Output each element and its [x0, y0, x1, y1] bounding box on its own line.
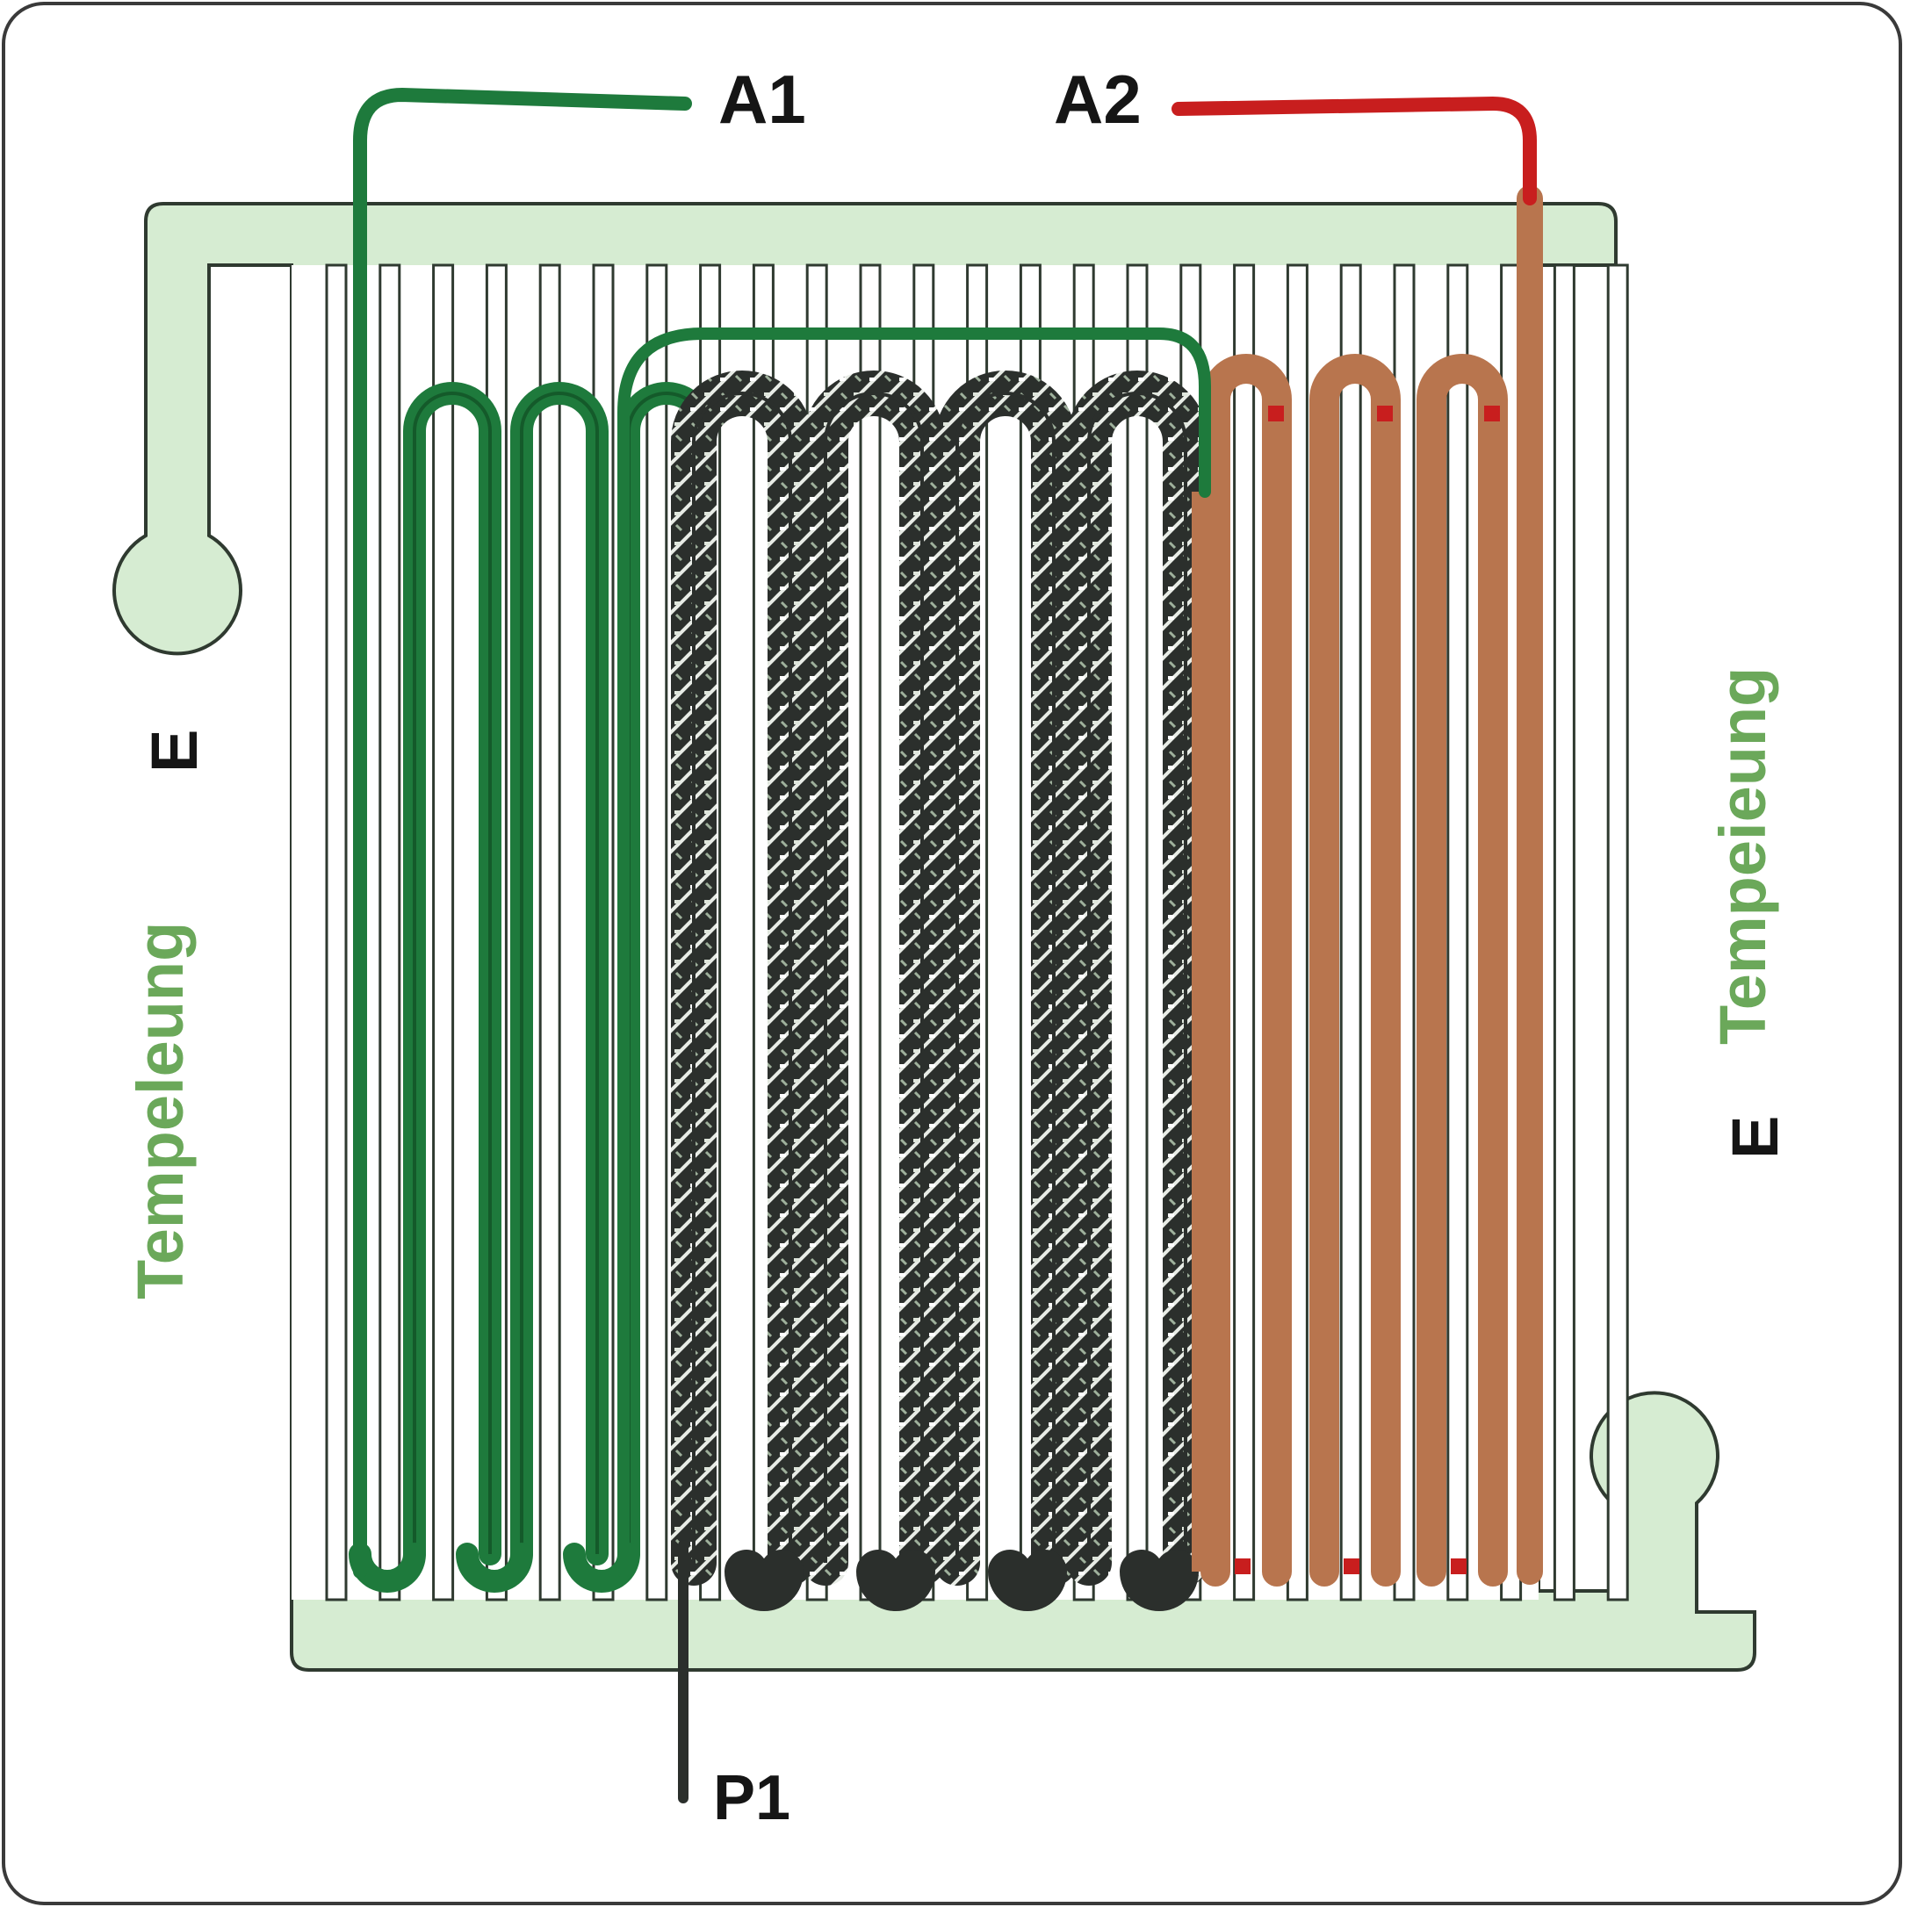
comb-slot	[1446, 263, 1469, 1601]
comb-slot	[1606, 263, 1629, 1601]
copper-coil-joint	[1451, 1558, 1467, 1574]
comb-slot	[432, 263, 455, 1601]
green-coil	[349, 382, 716, 1593]
left-side-text: Tempeleung	[124, 922, 197, 1299]
mesh-coil-loop-edge	[1087, 392, 1187, 1563]
right-side-letter: E	[1719, 1116, 1791, 1159]
mesh-coil-bottom-bend	[1120, 1550, 1199, 1611]
terminal-a2-label: A2	[1054, 61, 1142, 138]
mesh-coil-loop-edge	[692, 392, 792, 1563]
comb-slot	[378, 263, 401, 1601]
copper-coil-joint	[1344, 1558, 1359, 1574]
comb-slot	[1233, 263, 1256, 1601]
copper-coil-joint	[1377, 406, 1393, 421]
mesh-coil-loop-edge	[824, 392, 924, 1563]
copper-coil	[1192, 185, 1543, 1587]
copper-coil-loop	[1309, 354, 1401, 1587]
green-bridge-wire	[617, 327, 1211, 1578]
copper-coil-joint	[1484, 406, 1500, 421]
left-side-letter: E	[138, 730, 211, 773]
comb-slot	[1126, 263, 1149, 1601]
terminal-a1-label: A1	[718, 61, 806, 138]
comb-slot	[538, 263, 561, 1601]
mesh-coil	[671, 371, 1208, 1611]
mesh-coil-loop-edge	[955, 392, 1056, 1563]
a1-lead-wire	[353, 87, 692, 1579]
copper-coil-loop	[1200, 354, 1292, 1587]
a2-lead-wire	[1171, 96, 1537, 205]
mesh-coil-bottom-bend	[856, 1550, 935, 1611]
copper-coil-loop	[1417, 354, 1508, 1587]
comb-slot	[645, 263, 668, 1601]
terminal-p1-label: P1	[713, 1763, 790, 1833]
mesh-coil-bottom-bend	[988, 1550, 1067, 1611]
right-side-text: Tempeieung	[1706, 667, 1779, 1045]
green-coil-loop-edge	[413, 392, 492, 1554]
green-coil-bottom-bend	[456, 1543, 533, 1593]
mesh-coil-bottom-bend	[724, 1550, 804, 1611]
copper-coil-joint	[1235, 1558, 1251, 1574]
comb-slot	[325, 263, 348, 1601]
green-coil-loop-edge	[520, 392, 599, 1554]
comb-slot	[1553, 263, 1575, 1601]
comb-slot	[1339, 263, 1362, 1601]
copper-coil-joint	[1268, 406, 1284, 421]
comb-slot	[859, 263, 882, 1601]
